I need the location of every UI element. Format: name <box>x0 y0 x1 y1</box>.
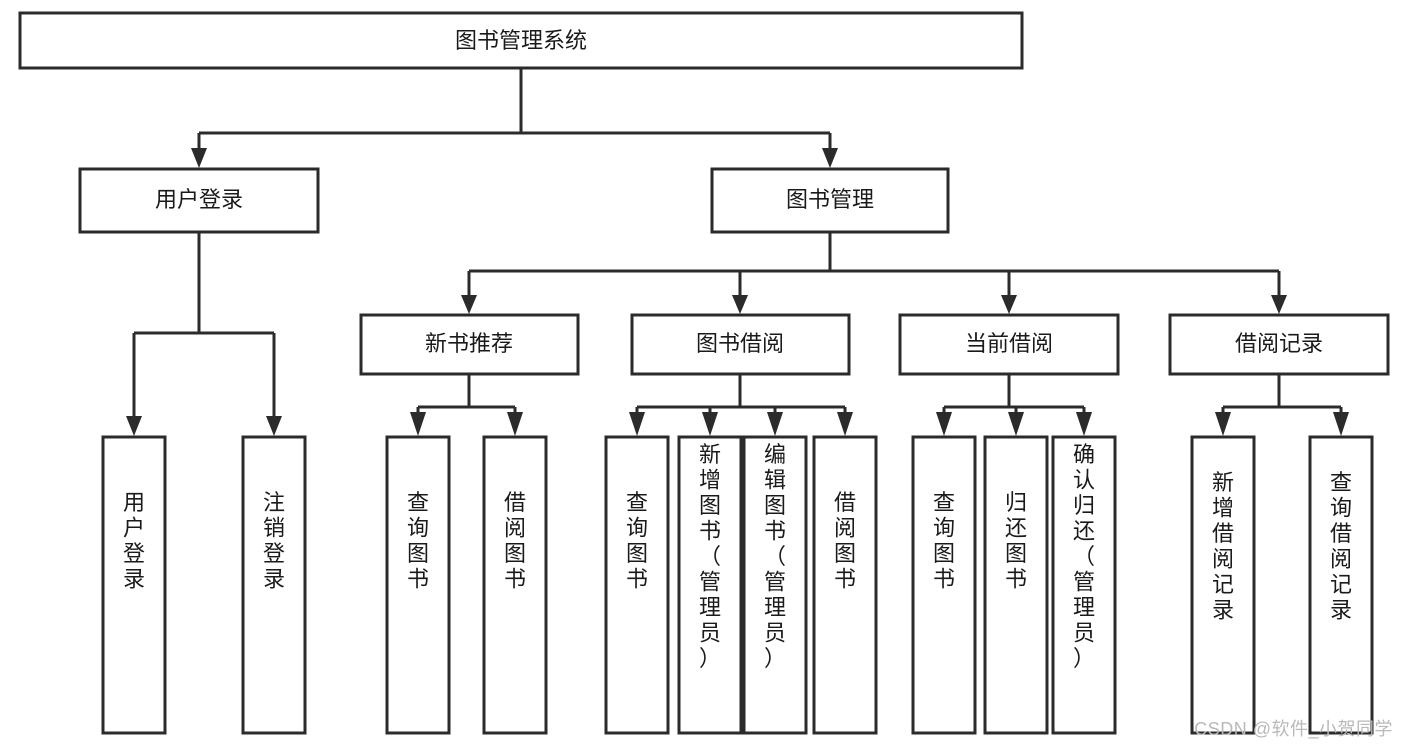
node-label-leaf-query-borrow-record: 查询借阅记录 <box>1330 470 1352 623</box>
node-label-leaf-query-book-borrow: 查询图书 <box>626 490 648 592</box>
node-label-current-borrowing: 当前借阅 <box>965 331 1053 356</box>
node-box <box>241 435 307 735</box>
connector-group-current-borrow-to-leaves <box>936 374 1092 436</box>
node-box <box>1308 435 1374 735</box>
node-box <box>359 313 580 376</box>
arrow-head-icon <box>629 412 645 436</box>
node-box <box>911 435 977 735</box>
arrow-head-icon <box>191 148 207 168</box>
node-leaf-logout[interactable]: 注销登录 <box>241 435 307 735</box>
node-leaf-borrow-book-rec[interactable]: 借阅图书 <box>482 435 548 735</box>
node-label-leaf-borrow-book-rec: 借阅图书 <box>504 490 526 592</box>
node-leaf-query-book-current[interactable]: 查询图书 <box>911 435 977 735</box>
connector-group-new-book-rec-to-leaves <box>410 374 523 436</box>
arrow-head-icon <box>1333 412 1349 436</box>
connector-group-user-login-to-leaves <box>126 232 282 436</box>
arrow-head-icon <box>126 416 142 436</box>
node-box <box>710 167 950 234</box>
node-label-leaf-query-book-current: 查询图书 <box>933 490 955 592</box>
connector-group-book-borrow-to-leaves <box>629 374 853 436</box>
node-leaf-query-book-borrow[interactable]: 查询图书 <box>604 435 670 735</box>
arrow-head-icon <box>1215 412 1231 436</box>
node-box <box>482 435 548 735</box>
arrow-head-icon <box>702 412 718 436</box>
node-box <box>385 435 451 735</box>
node-leaf-query-book-rec[interactable]: 查询图书 <box>385 435 451 735</box>
watermark-label: CSDN @软件_小贺同学 <box>1194 719 1393 739</box>
node-user-login[interactable]: 用户登录 <box>78 167 320 234</box>
node-borrowing-record[interactable]: 借阅记录 <box>1168 313 1390 376</box>
node-label-user-login: 用户登录 <box>155 187 243 212</box>
node-label-book-borrowing: 图书借阅 <box>696 331 784 356</box>
node-book-borrowing[interactable]: 图书借阅 <box>630 313 851 376</box>
node-label-leaf-borrow-book: 借阅图书 <box>834 490 856 592</box>
arrow-head-icon <box>1008 412 1024 436</box>
arrow-head-icon <box>266 416 282 436</box>
node-label-leaf-return-book: 归还图书 <box>1005 490 1027 592</box>
node-label-leaf-edit-book-admin: 编辑图书（管理员） <box>764 442 786 671</box>
node-label-leaf-user-login: 用户登录 <box>123 490 145 592</box>
node-leaf-add-borrow-record[interactable]: 新增借阅记录 <box>1190 435 1256 735</box>
arrow-head-icon <box>507 412 523 436</box>
arrow-head-icon <box>410 412 426 436</box>
node-leaf-user-login[interactable]: 用户登录 <box>101 435 167 735</box>
node-box <box>677 435 743 735</box>
arrow-head-icon <box>1076 412 1092 436</box>
node-book-management[interactable]: 图书管理 <box>710 167 950 234</box>
node-box <box>742 435 808 735</box>
node-new-book-recommendation[interactable]: 新书推荐 <box>359 313 580 376</box>
arrow-head-icon <box>837 412 853 436</box>
arrow-head-icon <box>936 412 952 436</box>
node-label-leaf-query-book-rec: 查询图书 <box>407 490 429 592</box>
node-label-leaf-confirm-return-admin: 确认归还（管理员） <box>1073 442 1095 671</box>
node-leaf-query-borrow-record[interactable]: 查询借阅记录 <box>1308 435 1374 735</box>
node-box <box>898 313 1120 376</box>
node-box <box>604 435 670 735</box>
node-leaf-return-book[interactable]: 归还图书 <box>983 435 1049 735</box>
node-leaf-add-book-admin[interactable]: 新增图书（管理员） <box>677 435 743 735</box>
node-leaf-edit-book-admin[interactable]: 编辑图书（管理员） <box>742 435 808 735</box>
node-box <box>18 11 1024 70</box>
node-root-system[interactable]: 图书管理系统 <box>18 11 1024 70</box>
arrow-head-icon <box>732 295 748 314</box>
node-label-leaf-logout: 注销登录 <box>263 490 285 592</box>
node-current-borrowing[interactable]: 当前借阅 <box>898 313 1120 376</box>
node-label-leaf-add-book-admin: 新增图书（管理员） <box>699 442 721 671</box>
node-label-borrowing-record: 借阅记录 <box>1235 331 1323 356</box>
node-box <box>630 313 851 376</box>
node-box <box>1051 435 1117 735</box>
node-box <box>101 435 167 735</box>
arrow-head-icon <box>461 295 477 314</box>
node-box <box>983 435 1049 735</box>
arrow-head-icon <box>822 148 838 168</box>
node-box <box>78 167 320 234</box>
node-label-book-management: 图书管理 <box>786 187 874 212</box>
connector-group-book-mgmt-to-level3 <box>461 232 1287 314</box>
node-leaf-borrow-book[interactable]: 借阅图书 <box>812 435 878 735</box>
arrow-head-icon <box>1271 295 1287 314</box>
node-label-root-system: 图书管理系统 <box>455 28 587 53</box>
connector-group-borrow-record-to-leaves <box>1215 374 1349 436</box>
node-box <box>1190 435 1256 735</box>
node-label-new-book-recommendation: 新书推荐 <box>425 331 513 356</box>
arrow-head-icon <box>1001 295 1017 314</box>
node-leaf-confirm-return-admin[interactable]: 确认归还（管理员） <box>1051 435 1117 735</box>
node-box <box>1168 313 1390 376</box>
connector-group-root-to-level2 <box>191 68 838 168</box>
node-box <box>812 435 878 735</box>
node-label-leaf-add-borrow-record: 新增借阅记录 <box>1212 470 1234 623</box>
arrow-head-icon <box>767 412 783 436</box>
